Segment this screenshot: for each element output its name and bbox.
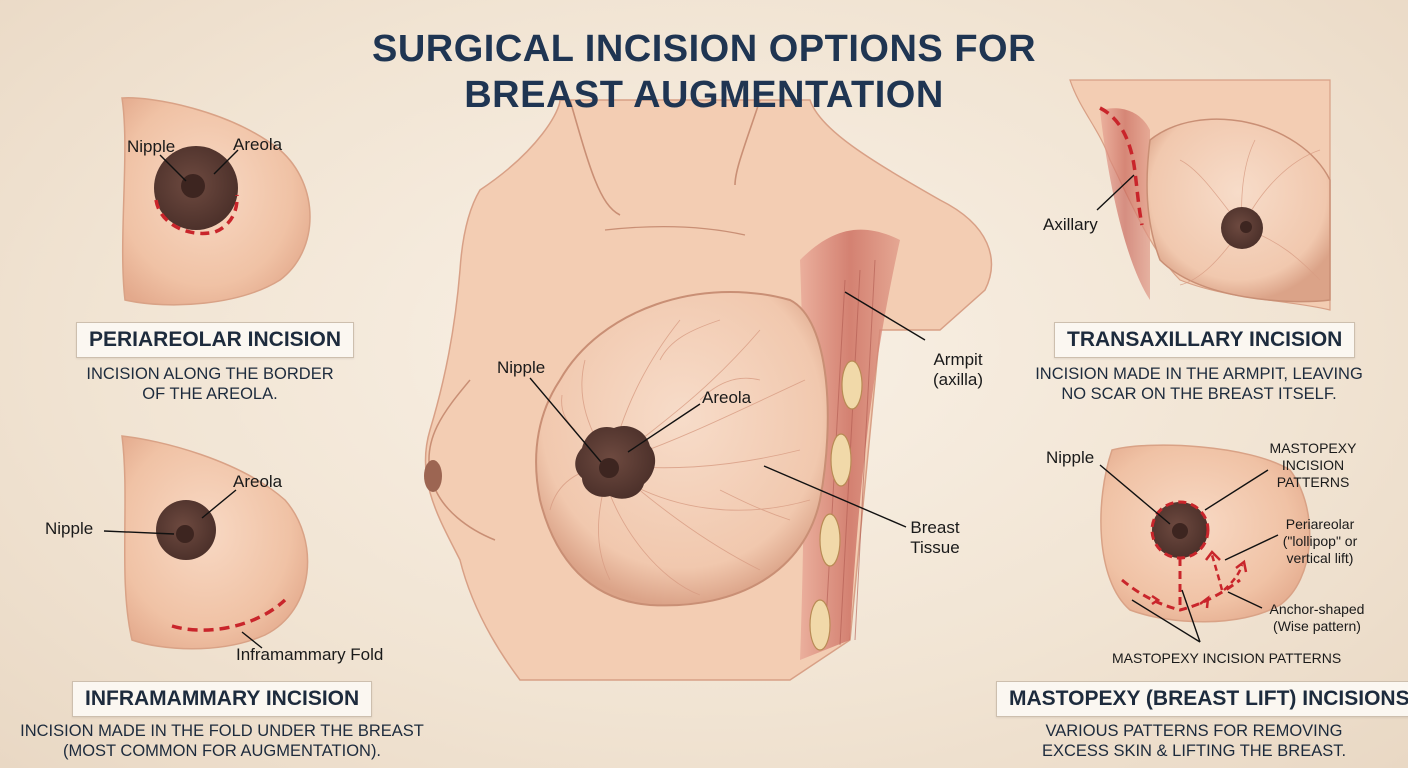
- inframammary-breast-illustration: [103, 435, 309, 650]
- mastopexy-desc-line-1: VARIOUS PATTERNS FOR REMOVING: [1045, 722, 1343, 740]
- nipple-shape: [1172, 523, 1188, 539]
- center-nipple-shape: [599, 458, 619, 478]
- label-breast-tissue: Breast Tissue: [900, 518, 970, 558]
- mastopexy-heading: MASTOPEXY (BREAST LIFT) INCISIONS: [996, 681, 1408, 717]
- label-breast-tissue-line-2: Tissue: [910, 538, 960, 557]
- label-areola: Areola: [233, 135, 283, 154]
- leader-line: [763, 465, 907, 528]
- label-periareolar-lift: Periareolar ("lollipop" or vertical lift…: [1272, 516, 1368, 567]
- label-periareolar-lift-line-3: vertical lift): [1286, 550, 1354, 566]
- label-nipple: Nipple: [497, 358, 546, 377]
- mastopexy-description: VARIOUS PATTERNS FOR REMOVING EXCESS SKI…: [1010, 721, 1378, 761]
- label-periareolar-lift-line-1: Periareolar: [1285, 516, 1355, 532]
- label-mastopexy-patterns-line-3: PATTERNS: [1276, 474, 1350, 490]
- leader-line: [1224, 534, 1279, 561]
- leader-line: [213, 149, 239, 175]
- label-periareolar-lift-line-2: ("lollipop" or: [1282, 533, 1358, 549]
- label-armpit: Armpit (axilla): [918, 350, 998, 390]
- periareolar-breast-illustration: [121, 97, 311, 306]
- leader-line: [529, 377, 602, 463]
- leader-line: [844, 291, 926, 341]
- label-nipple: Nipple: [127, 137, 176, 156]
- label-inframammary-fold: Inframammary Fold: [236, 645, 384, 664]
- mastopexy-illustration: [1099, 444, 1311, 643]
- label-anchor-shaped-line-2: (Wise pattern): [1273, 618, 1361, 634]
- leader-line: [1131, 599, 1201, 643]
- periareolar-heading: PERIAREOLAR INCISION: [76, 322, 355, 358]
- page-title: SURGICAL INCISION OPTIONS FOR BREAST AUG…: [304, 26, 1104, 118]
- inframammary-desc-line-1: INCISION MADE IN THE FOLD UNDER THE BREA…: [20, 722, 424, 740]
- label-nipple: Nipple: [1046, 448, 1095, 467]
- transaxillary-desc-line-1: INCISION MADE IN THE ARMPIT, LEAVING: [1035, 365, 1363, 383]
- leader-line: [1181, 589, 1201, 643]
- label-areola: Areola: [233, 472, 283, 491]
- inframammary-desc-line-2: (MOST COMMON FOR AUGMENTATION).: [62, 742, 382, 760]
- inframammary-description: INCISION MADE IN THE FOLD UNDER THE BREA…: [12, 721, 432, 761]
- leader-line: [103, 530, 175, 535]
- leader-line: [1204, 469, 1269, 511]
- torso-illustration: [424, 99, 993, 681]
- periareolar-desc-line-1: INCISION ALONG THE BORDER: [86, 365, 334, 383]
- title-line-2: BREAST AUGMENTATION: [464, 74, 944, 116]
- transaxillary-heading: TRANSAXILLARY INCISION: [1054, 322, 1356, 358]
- periareolar-incision-line: [154, 194, 239, 236]
- mastopexy-anchor-incision: [1121, 578, 1241, 612]
- periareolar-description: INCISION ALONG THE BORDER OF THE AREOLA.: [60, 364, 360, 404]
- label-breast-tissue-line-1: Breast: [910, 518, 960, 537]
- nipple-shape: [176, 525, 194, 543]
- label-axillary: Axillary: [1043, 215, 1098, 234]
- leader-line: [201, 489, 237, 519]
- label-anchor-shaped-line-1: Anchor-shaped: [1269, 601, 1365, 617]
- transaxillary-description: INCISION MADE IN THE ARMPIT, LEAVING NO …: [1010, 364, 1388, 404]
- label-areola: Areola: [702, 388, 752, 407]
- left-nipple-shape: [424, 460, 442, 492]
- transaxillary-desc-line-2: NO SCAR ON THE BREAST ITSELF.: [1061, 385, 1337, 403]
- label-armpit-line-1: Armpit: [933, 350, 983, 369]
- label-nipple: Nipple: [45, 519, 94, 538]
- leader-line: [1227, 591, 1263, 609]
- label-mastopexy-patterns-line-1: MASTOPEXY: [1269, 440, 1357, 456]
- nipple-shape: [181, 174, 205, 198]
- leader-line: [159, 154, 187, 182]
- leader-line: [627, 403, 701, 453]
- nipple-shape: [1240, 221, 1252, 233]
- leader-line: [1096, 174, 1135, 211]
- label-mastopexy-patterns: MASTOPEXY INCISION PATTERNS: [1258, 440, 1368, 491]
- label-mastopexy-incision-patterns: MASTOPEXY INCISION PATTERNS: [1112, 650, 1342, 666]
- label-mastopexy-patterns-line-2: INCISION: [1281, 457, 1345, 473]
- leader-line: [1099, 464, 1171, 525]
- label-anchor-shaped: Anchor-shaped (Wise pattern): [1262, 601, 1372, 635]
- transaxillary-illustration: [1069, 79, 1331, 311]
- periareolar-desc-line-2: OF THE AREOLA.: [142, 385, 278, 403]
- axillary-incision-line: [1099, 106, 1144, 226]
- lift-arrows: [1151, 550, 1248, 609]
- mastopexy-desc-line-2: EXCESS SKIN & LIFTING THE BREAST.: [1041, 742, 1347, 760]
- main-breast-shape: [535, 290, 829, 607]
- label-armpit-line-2: (axilla): [932, 370, 984, 389]
- leader-line: [241, 631, 263, 649]
- title-line-1: SURGICAL INCISION OPTIONS FOR: [371, 28, 1037, 70]
- inframammary-heading: INFRAMAMMARY INCISION: [72, 681, 373, 717]
